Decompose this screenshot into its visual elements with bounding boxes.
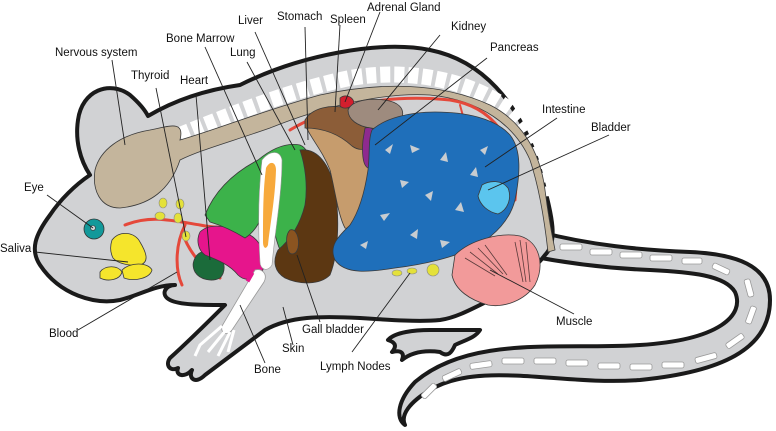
label-heart: Heart — [180, 75, 209, 87]
label-skin: Skin — [282, 343, 304, 355]
label-eye: Eye — [24, 182, 44, 194]
hind-foot — [386, 328, 482, 362]
adrenal-gland — [339, 95, 355, 109]
nervous-system — [93, 85, 556, 253]
label-adrenal-gland: Adrenal Gland — [367, 2, 441, 14]
tail-vertebrae — [420, 243, 757, 400]
label-spleen: Spleen — [330, 14, 366, 26]
label-blood: Blood — [49, 328, 78, 340]
label-gall-bladder: Gall bladder — [302, 324, 364, 336]
label-bladder: Bladder — [591, 122, 631, 134]
label-kidney: Kidney — [451, 21, 486, 33]
label-lung: Lung — [230, 47, 256, 59]
label-thyroid: Thyroid — [131, 70, 169, 82]
bone-marrow — [258, 152, 283, 270]
label-lymph-nodes: Lymph Nodes — [320, 361, 391, 373]
label-saliva: Saliva — [0, 243, 32, 255]
bladder — [477, 181, 510, 215]
front-leg-bones — [193, 269, 266, 357]
label-intestine: Intestine — [542, 104, 585, 116]
muscle — [451, 234, 541, 307]
leader-lines — [34, 11, 610, 364]
label-stomach: Stomach — [277, 11, 322, 23]
label-liver: Liver — [238, 15, 263, 27]
label-bone: Bone — [254, 364, 281, 376]
intestine — [332, 111, 520, 272]
spine-vertebrae — [177, 66, 556, 201]
salivary-glands — [99, 233, 153, 281]
eye — [83, 218, 105, 240]
label-pancreas: Pancreas — [490, 42, 539, 54]
label-muscle: Muscle — [556, 316, 592, 328]
labels: Nervous system Thyroid Heart Bone Marrow… — [0, 2, 631, 376]
label-bone-marrow: Bone Marrow — [166, 33, 235, 45]
tail — [397, 230, 772, 427]
label-nervous-system: Nervous system — [55, 47, 137, 59]
lymph-nodes-abdomen — [391, 263, 440, 277]
gall-bladder — [286, 229, 299, 255]
